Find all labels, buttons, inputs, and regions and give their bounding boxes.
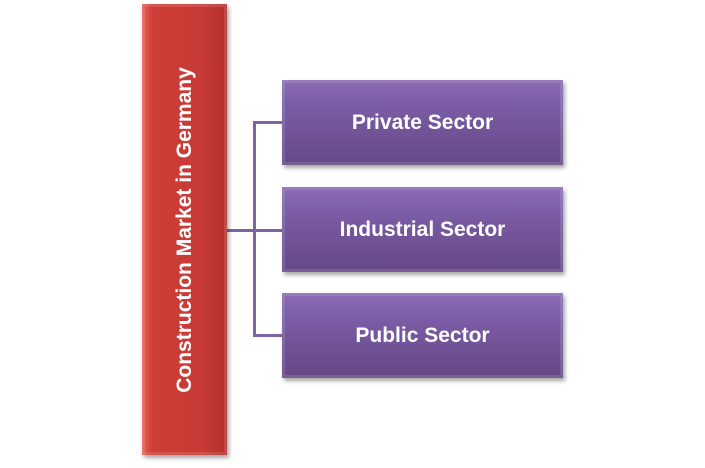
node-private-sector: Private Sector xyxy=(282,80,563,165)
connector-root xyxy=(227,229,255,232)
node-public-sector: Public Sector xyxy=(282,293,563,378)
node-industrial-sector: Industrial Sector xyxy=(282,187,563,272)
connector-industrial xyxy=(253,229,283,232)
node-label: Private Sector xyxy=(351,110,494,134)
root-label: Construction Market in Germany xyxy=(172,66,196,393)
connector-private xyxy=(253,121,283,124)
node-label: Industrial Sector xyxy=(339,217,506,241)
node-label: Public Sector xyxy=(355,323,490,347)
connector-public xyxy=(253,334,283,337)
root-node: Construction Market in Germany xyxy=(142,4,227,455)
